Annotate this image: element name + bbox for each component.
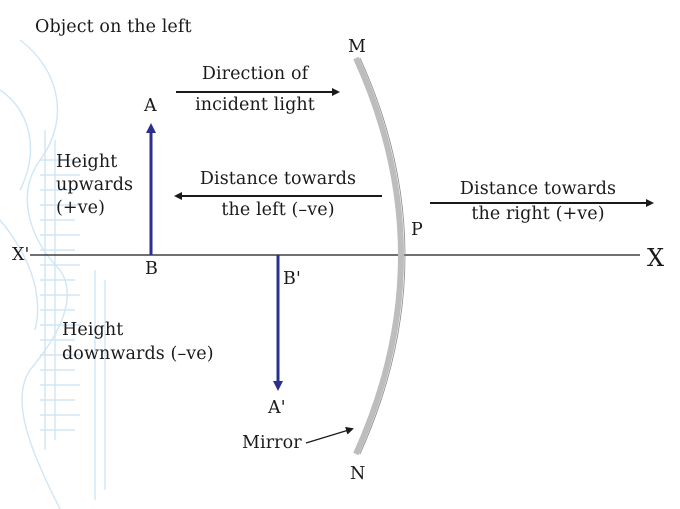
incident-light-label: Direction of incident light [180, 63, 330, 116]
diagram-title: Object on the left [35, 17, 192, 37]
point-label-b-prime: B' [283, 269, 301, 289]
point-label-n: N [350, 464, 366, 484]
incident-light-line-2: incident light [195, 95, 315, 115]
height-downwards-line-2: downwards (–ve) [62, 344, 214, 364]
distance-right-line-2: the right (+ve) [471, 204, 605, 224]
height-upwards-line-3: (+ve) [56, 198, 106, 218]
height-downwards-line-1: Height [62, 320, 124, 340]
axis-label-x-prime: X' [12, 245, 30, 265]
distance-right-line-1: Distance towards [459, 179, 617, 199]
concave-mirror-edge [359, 57, 406, 455]
distance-left-line-2: the left (–ve) [221, 200, 335, 220]
concave-mirror [353, 56, 404, 456]
height-upwards-label: Height upwards (+ve) [56, 151, 133, 219]
watermark [0, 39, 106, 509]
distance-left-line-1: Distance towards [199, 169, 357, 189]
mirror-leader-line [305, 426, 354, 444]
incident-light-line-1: Direction of [201, 64, 309, 84]
mirror-label: Mirror [242, 433, 302, 453]
height-downwards-label: Height downwards (–ve) [62, 319, 214, 365]
point-label-a-prime: A' [268, 398, 286, 418]
point-label-m: M [348, 37, 367, 57]
axis-label-x: X [647, 244, 665, 272]
point-label-b: B [145, 259, 158, 279]
distance-right-label: Distance towards the right (+ve) [448, 178, 628, 225]
height-upwards-line-1: Height [56, 152, 118, 172]
point-label-a: A [144, 96, 157, 116]
point-label-p: P [411, 220, 423, 240]
height-upwards-line-2: upwards [56, 175, 134, 195]
distance-left-label: Distance towards the left (–ve) [190, 168, 366, 221]
